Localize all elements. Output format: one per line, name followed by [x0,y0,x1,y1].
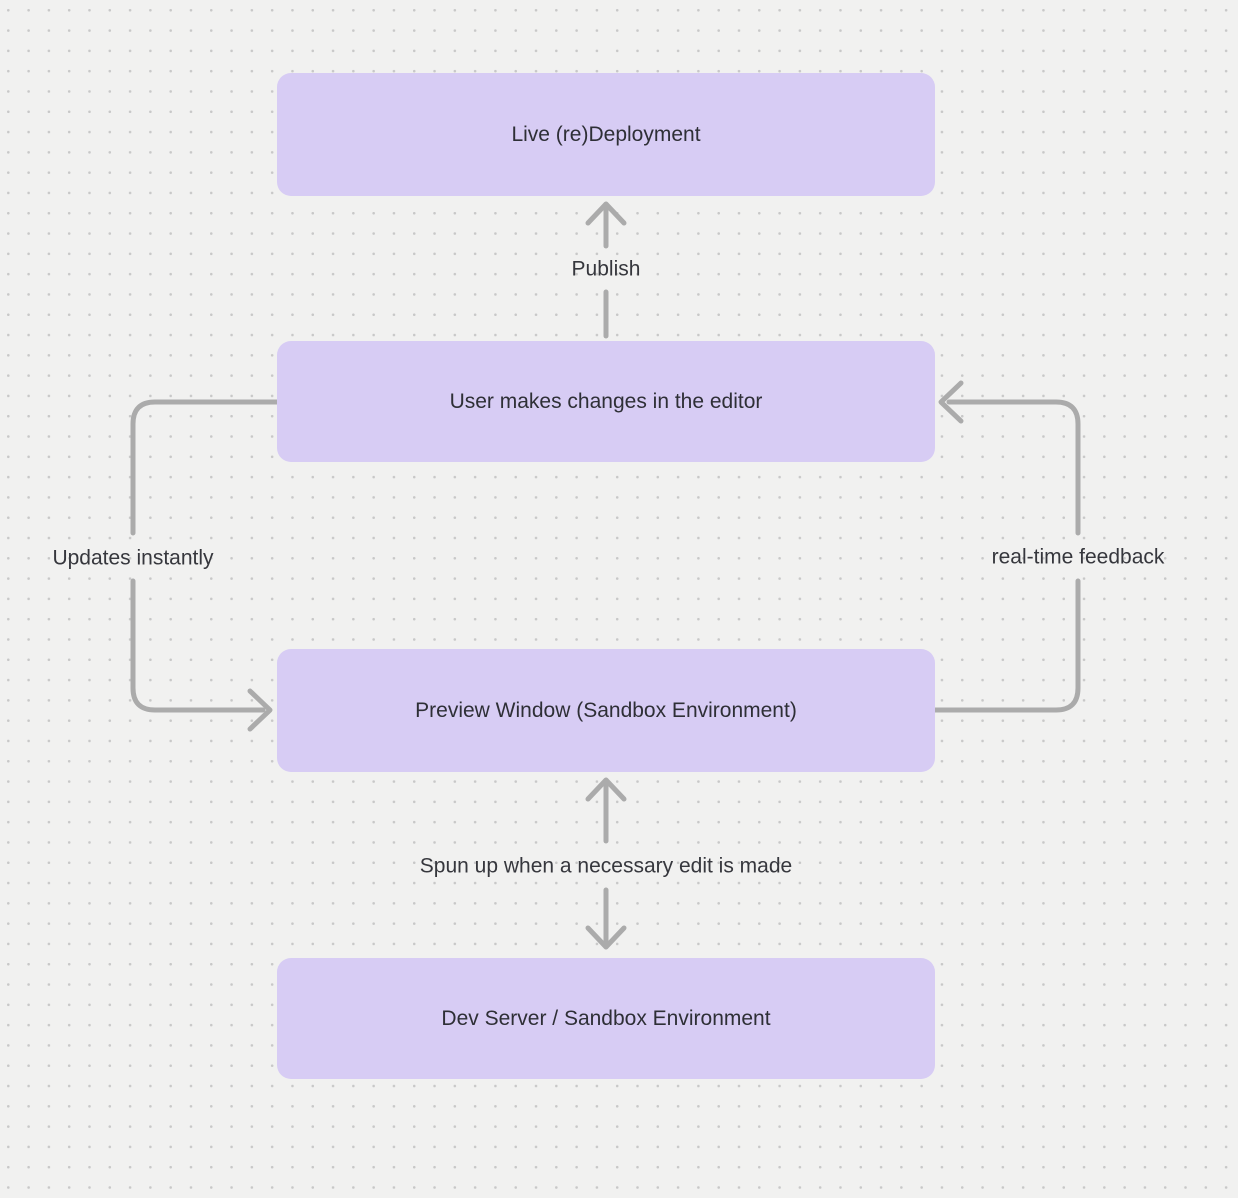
arrowhead-left-icon [938,380,964,424]
node-label: Dev Server / Sandbox Environment [441,1006,771,1030]
edge-label-realtime-feedback: real-time feedback [991,545,1165,569]
edge-label-spun-up: Spun up when a necessary edit is made [419,854,793,878]
publish-arrow [585,201,627,339]
node-live-redeployment: Live (re)Deployment [277,73,935,196]
updates-instantly-arrow [130,399,280,732]
node-preview-window: Preview Window (Sandbox Environment) [277,649,935,772]
edge-label-updates-instantly: Updates instantly [52,546,214,570]
node-label: Live (re)Deployment [511,122,701,146]
realtime-feedback-arrow [932,380,1081,713]
arrowhead-down-icon [585,925,627,950]
spun-up-arrow [585,777,627,950]
node-dev-server: Dev Server / Sandbox Environment [277,958,935,1079]
node-label: Preview Window (Sandbox Environment) [415,698,797,722]
edge-label-publish: Publish [571,257,641,281]
node-user-editor: User makes changes in the editor [277,341,935,462]
arrowhead-right-icon [247,688,273,732]
arrowhead-up-icon [585,777,627,802]
node-label: User makes changes in the editor [449,389,763,413]
arrowhead-up-icon [585,201,627,226]
